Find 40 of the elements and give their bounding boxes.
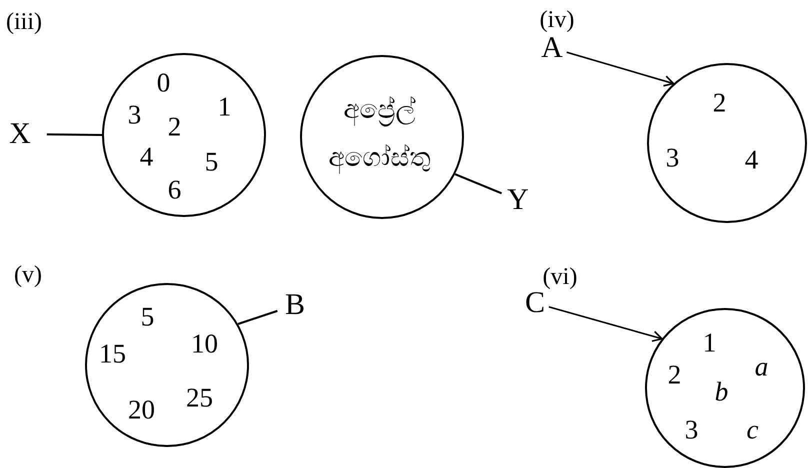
set-element: c — [746, 416, 758, 443]
set-element: 4 — [140, 143, 154, 170]
set-element: 2 — [168, 113, 182, 140]
set-element: 5 — [204, 148, 218, 175]
set-element: 1 — [702, 329, 716, 356]
set-element: 2 — [712, 89, 726, 116]
set-name-label: C — [525, 288, 545, 318]
set-element: 25 — [186, 384, 213, 411]
set-element: 15 — [99, 340, 126, 367]
set-element: 5 — [140, 303, 154, 330]
set-element: 6 — [168, 176, 182, 203]
set-element: 0 — [156, 69, 170, 96]
set-circle — [102, 53, 266, 217]
set-name-label: Y — [507, 185, 529, 215]
set-circle — [300, 55, 464, 219]
set-element: 2 — [668, 361, 682, 388]
set-name-label: A — [541, 33, 563, 63]
set-element: a — [754, 353, 768, 380]
set-element: 20 — [128, 396, 155, 423]
set-element: 10 — [191, 330, 218, 357]
set-element: 3 — [128, 101, 142, 128]
leader-line — [454, 173, 502, 194]
set-element: b — [714, 378, 728, 405]
leader-line — [238, 310, 278, 325]
set-circle — [85, 283, 249, 447]
set-name-label: X — [9, 119, 31, 149]
set-name-label: B — [285, 290, 305, 320]
arrow — [548, 306, 663, 342]
arrow — [566, 52, 674, 87]
part-label: (v) — [14, 263, 42, 287]
part-label: (vi) — [542, 265, 578, 289]
part-label: (iv) — [540, 8, 574, 32]
leader-line — [46, 133, 102, 136]
set-element: 3 — [666, 144, 680, 171]
set-circle — [647, 63, 807, 223]
set-element: 3 — [684, 416, 698, 443]
set-circle — [645, 308, 805, 468]
set-element: 1 — [218, 93, 232, 120]
part-label: (iii) — [6, 10, 42, 34]
set-element: 4 — [744, 146, 758, 173]
